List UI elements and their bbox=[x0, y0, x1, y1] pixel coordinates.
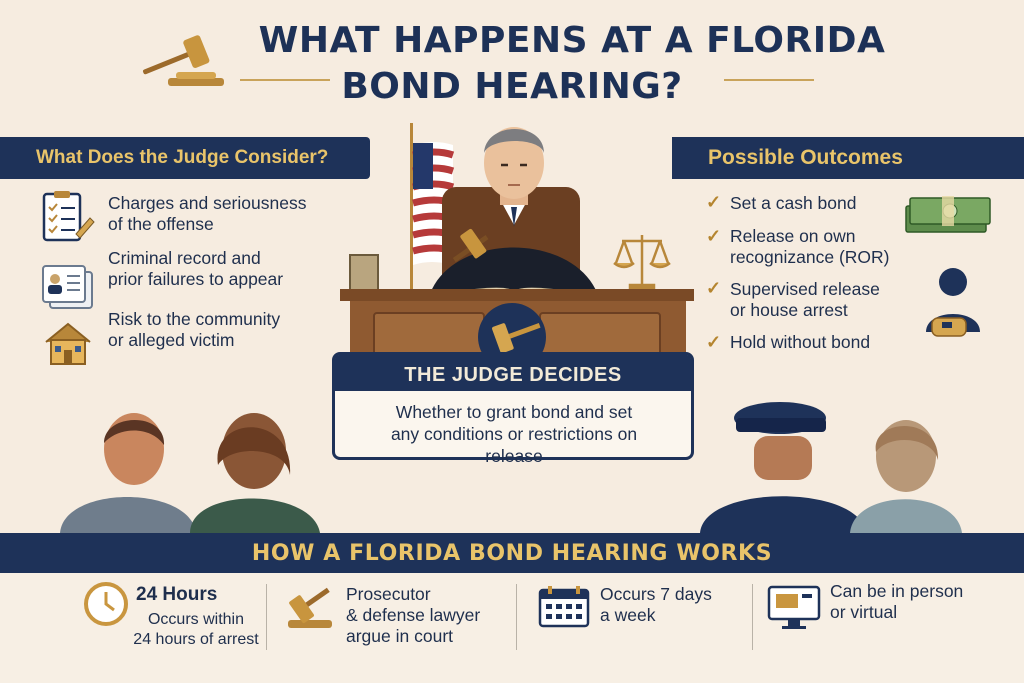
judge-decides-box: THE JUDGE DECIDES Whether to grant bond … bbox=[332, 352, 694, 466]
how-it-works-heading: HOW A FLORIDA BOND HEARING WORKS bbox=[251, 541, 773, 566]
outcomes-heading: Possible Outcomes bbox=[708, 146, 903, 169]
outcome-line: Supervised release bbox=[730, 279, 880, 299]
checkmark-icon: ✓ bbox=[706, 278, 722, 298]
outcomes-header: Possible Outcomes bbox=[672, 137, 1024, 179]
fact-argue-body: Prosecutor & defense lawyer argue in cou… bbox=[346, 584, 480, 647]
checkmark-icon: ✓ bbox=[706, 332, 722, 352]
consider-item-line: Criminal record and bbox=[108, 248, 261, 268]
checkmark-icon: ✓ bbox=[706, 226, 722, 246]
consider-item-line: Risk to the community bbox=[108, 309, 281, 329]
outcome-line: recognizance (ROR) bbox=[730, 247, 890, 267]
record-card-icon bbox=[42, 265, 93, 309]
outcome-line: or house arrest bbox=[730, 300, 848, 320]
fact-line: Can be in person bbox=[830, 581, 964, 601]
outcome-ror: Release on own recognizance (ROR) bbox=[730, 226, 920, 268]
judge-decides-body: Whether to grant bond and set any condit… bbox=[349, 401, 679, 467]
checkmark-icon: ✓ bbox=[706, 192, 722, 212]
title-block: WHAT HAPPENS AT A FLORIDA BOND HEARING? bbox=[0, 8, 1024, 118]
fact-line: argue in court bbox=[346, 626, 454, 646]
judge-decides-line: release bbox=[485, 446, 543, 466]
outcome-hold: Hold without bond bbox=[730, 332, 920, 353]
monitor-icon bbox=[767, 585, 821, 629]
fact-virtual-body: Can be in person or virtual bbox=[830, 581, 963, 623]
how-it-works-header: HOW A FLORIDA BOND HEARING WORKS bbox=[0, 533, 1024, 573]
consider-item-line: or alleged victim bbox=[108, 330, 235, 350]
consider-item-risk: Risk to the community or alleged victim bbox=[108, 309, 358, 351]
house-icon bbox=[45, 322, 91, 365]
outcome-supervised: Supervised release or house arrest bbox=[730, 279, 920, 321]
judge-considers-heading: What Does the Judge Consider? bbox=[36, 147, 329, 168]
fact-seven-days-body: Occurs 7 days a week bbox=[600, 584, 712, 626]
fact-line: Occurs within bbox=[147, 611, 245, 628]
page-title-line-1: WHAT HAPPENS AT A FLORIDA bbox=[258, 20, 886, 61]
outcome-line: Set a cash bond bbox=[730, 193, 857, 213]
gavel-icon bbox=[142, 35, 224, 86]
how-it-works-panel bbox=[0, 573, 1024, 683]
clock-icon bbox=[84, 582, 128, 626]
title-rule-right bbox=[724, 79, 814, 81]
calendar-icon bbox=[538, 586, 590, 628]
fact-line: a week bbox=[600, 605, 656, 625]
supervised-person-icon bbox=[926, 268, 980, 337]
fact-line: Prosecutor bbox=[346, 584, 431, 604]
defendant-and-family-illustration bbox=[60, 413, 320, 533]
judge-decides-heading: THE JUDGE DECIDES bbox=[404, 364, 622, 386]
gavel-icon bbox=[288, 587, 332, 628]
consider-item-record: Criminal record and prior failures to ap… bbox=[108, 248, 358, 290]
judge-decides-bar: THE JUDGE DECIDES bbox=[335, 355, 691, 391]
consider-item-line: Charges and seriousness bbox=[108, 193, 307, 213]
fact-line: Occurs 7 days bbox=[600, 584, 712, 604]
outcome-cash-bond: Set a cash bond bbox=[730, 193, 920, 214]
fact-24-hours-title: 24 Hours bbox=[136, 584, 218, 605]
consider-item-line: of the offense bbox=[108, 214, 214, 234]
consider-item-line: prior failures to appear bbox=[108, 269, 284, 289]
judge-considers-header: What Does the Judge Consider? bbox=[0, 137, 370, 179]
fact-line: 24 hours of arrest bbox=[133, 631, 259, 648]
judge-decides-line: Whether to grant bond and set bbox=[395, 402, 633, 422]
outcome-line: Hold without bond bbox=[730, 332, 871, 352]
fact-24-hours-body: Occurs within 24 hours of arrest bbox=[132, 610, 260, 650]
officer-and-attorney-illustration bbox=[700, 402, 962, 533]
cash-stack-icon bbox=[905, 196, 991, 233]
fact-divider bbox=[266, 584, 267, 650]
outcome-line: Release on own bbox=[730, 226, 856, 246]
fact-divider bbox=[516, 584, 517, 650]
judge-decides-line: any conditions or restrictions on bbox=[390, 424, 638, 444]
fact-line: or virtual bbox=[830, 602, 898, 622]
scales-of-justice bbox=[613, 235, 671, 293]
consider-item-charges: Charges and seriousness of the offense bbox=[108, 193, 358, 235]
checklist-icon bbox=[42, 191, 95, 242]
title-rule-left bbox=[240, 79, 330, 81]
fact-line: & defense lawyer bbox=[346, 605, 481, 625]
fact-divider bbox=[752, 584, 753, 650]
page-title-line-2: BOND HEARING? bbox=[341, 66, 683, 107]
